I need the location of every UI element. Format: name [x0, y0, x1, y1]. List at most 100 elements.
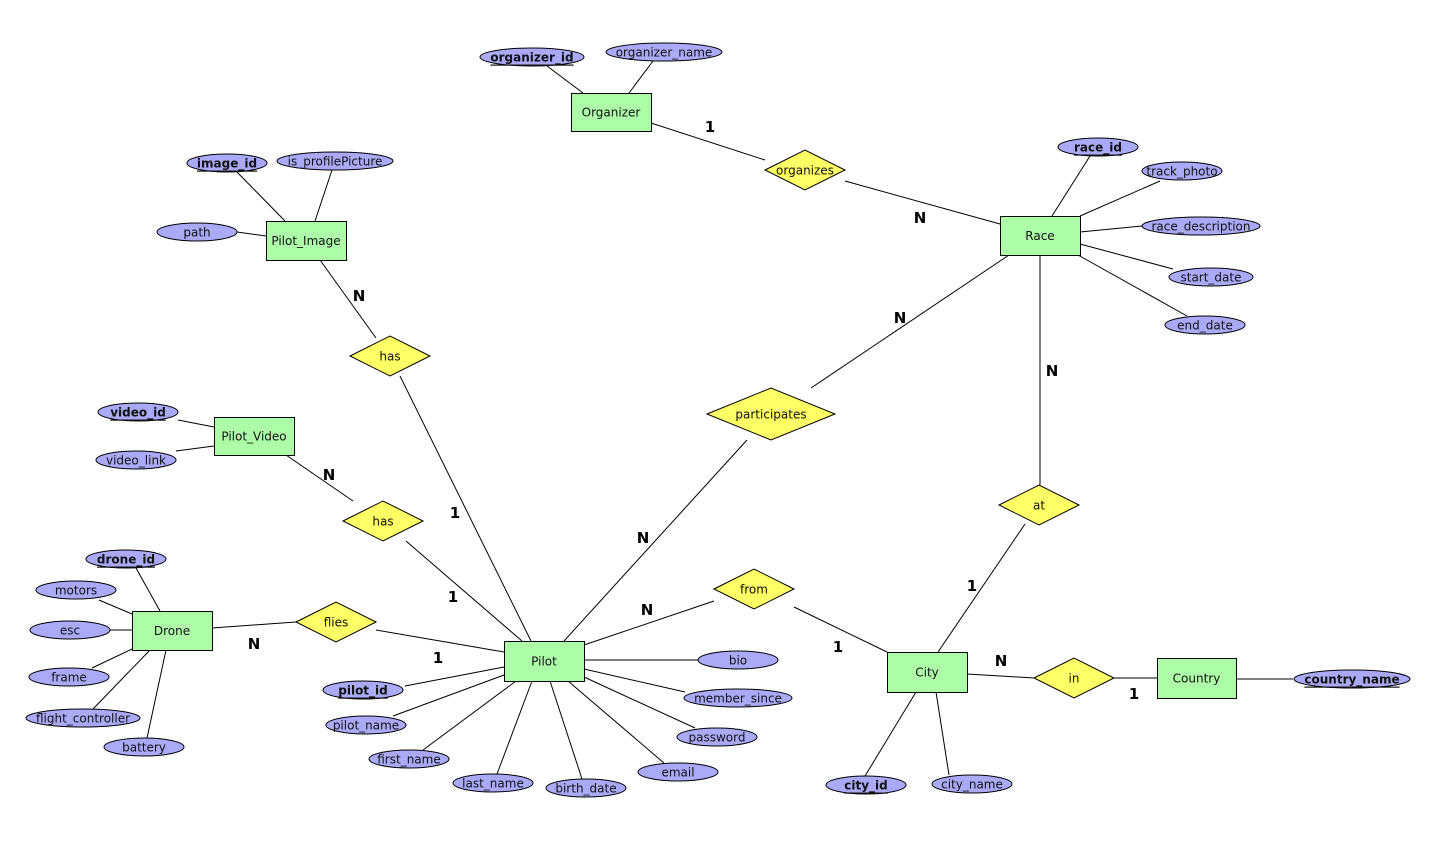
entity-box: [887, 652, 968, 693]
attribute-image-id[interactable]: image_id: [186, 153, 268, 173]
entity-label: Organizer: [582, 106, 641, 120]
attribute-label: end_date: [1177, 319, 1233, 333]
attribute-track-photo[interactable]: track_photo: [1141, 161, 1223, 181]
attribute-race-id[interactable]: race_id: [1057, 137, 1139, 157]
attribute-organizer-name[interactable]: organizer_name: [605, 42, 723, 62]
cardinality-label: N: [914, 209, 927, 227]
attribute-drone-id[interactable]: drone_id: [85, 549, 167, 569]
relationship-flies[interactable]: flies: [294, 601, 378, 643]
attribute-esc[interactable]: esc: [29, 620, 111, 640]
attribute-ellipse: [825, 775, 907, 795]
entity-drone[interactable]: Drone: [132, 611, 213, 651]
relationship-diamond: [705, 387, 837, 441]
relationship-has-video[interactable]: has: [341, 500, 425, 542]
attribute-organizer-id[interactable]: organizer_id: [479, 47, 585, 67]
attribute-label: race_description: [1152, 220, 1251, 234]
attribute-connector-flight_controller: [92, 649, 151, 710]
attribute-ellipse: [605, 42, 723, 62]
attribute-connector-track_photo: [1079, 180, 1161, 217]
entity-box: [504, 641, 585, 682]
relationship-has-image[interactable]: has: [348, 335, 432, 377]
primary-key-label: city_id: [844, 779, 888, 794]
entity-label: City: [915, 666, 939, 680]
entity-box: [1000, 216, 1081, 256]
cardinality-label: N: [641, 601, 654, 619]
attribute-member-since[interactable]: member_since: [683, 688, 793, 708]
attribute-video-id[interactable]: video_id: [97, 402, 179, 422]
attribute-is-profilePicture[interactable]: is_profilePicture: [276, 151, 394, 171]
relationship-connector-race-organizes: [844, 180, 1001, 225]
attribute-frame[interactable]: frame: [28, 667, 110, 687]
cardinality-label: 1: [967, 577, 977, 595]
attribute-email[interactable]: email: [637, 762, 719, 782]
attribute-ellipse: [29, 620, 111, 640]
attribute-connector-race_description: [1079, 225, 1143, 233]
entity-pilot-image[interactable]: Pilot_Image: [266, 221, 347, 261]
attribute-connector-email: [567, 680, 665, 764]
entity-race[interactable]: Race: [1000, 216, 1081, 256]
relationship-connector-pilot-has_image: [399, 375, 532, 642]
primary-key-label: pilot_id: [338, 684, 388, 699]
attribute-city-name[interactable]: city_name: [931, 774, 1013, 794]
relationship-diamond: [763, 149, 847, 191]
entity-label: Pilot_Image: [271, 234, 340, 248]
entity-country[interactable]: Country: [1157, 658, 1237, 699]
attribute-birth-date[interactable]: birth_date: [545, 778, 627, 798]
relationship-connector-pilot-from: [583, 600, 715, 646]
attribute-connector-image_id: [236, 171, 286, 222]
attribute-bio[interactable]: bio: [697, 650, 779, 670]
attribute-connector-city_name: [935, 691, 950, 776]
attribute-first-name[interactable]: first_name: [368, 749, 450, 769]
attribute-ellipse: [325, 715, 407, 735]
attribute-password[interactable]: password: [676, 727, 758, 747]
attribute-start-date[interactable]: start_date: [1168, 267, 1254, 287]
relationship-in[interactable]: in: [1032, 657, 1116, 699]
relationship-connector-pilot-has_video: [405, 540, 523, 642]
cardinality-label: 1: [450, 504, 460, 522]
relationship-label: organizes: [776, 164, 834, 178]
attribute-connector-path: [236, 231, 267, 237]
attribute-pilot-name[interactable]: pilot_name: [325, 715, 407, 735]
attribute-flight-controller[interactable]: flight_controller: [25, 708, 141, 728]
entity-pilot[interactable]: Pilot: [504, 641, 585, 682]
attribute-ellipse: [1168, 267, 1254, 287]
attribute-pilot-id[interactable]: pilot_id: [322, 680, 404, 700]
relationship-from[interactable]: from: [712, 568, 796, 610]
attribute-connector-race_id: [1051, 155, 1091, 217]
attribute-video-link[interactable]: video_link: [95, 450, 177, 470]
attribute-ellipse: [103, 737, 185, 757]
attribute-connector-password: [583, 676, 696, 729]
attribute-ellipse: [95, 450, 177, 470]
relationship-connector-pilot_video-has_video: [285, 454, 354, 502]
relationship-organizes[interactable]: organizes: [763, 149, 847, 191]
cardinality-label: 1: [705, 118, 715, 136]
attribute-motors[interactable]: motors: [35, 580, 117, 600]
entity-pilot-video[interactable]: Pilot_Video: [214, 417, 295, 456]
attribute-city-id[interactable]: city_id: [825, 775, 907, 795]
cardinality-label: N: [637, 529, 650, 547]
attribute-path[interactable]: path: [156, 222, 238, 242]
attribute-label: password: [689, 731, 746, 745]
attribute-end-date[interactable]: end_date: [1164, 315, 1246, 335]
attribute-label: bio: [729, 654, 747, 668]
relationship-diamond: [1032, 657, 1116, 699]
attribute-last-name[interactable]: last_name: [452, 773, 534, 793]
attribute-race-description[interactable]: race_description: [1141, 216, 1261, 236]
attribute-ellipse: [479, 47, 585, 67]
attribute-country-name[interactable]: country_name: [1293, 669, 1411, 689]
cardinality-label: N: [995, 652, 1008, 670]
attribute-ellipse: [186, 153, 268, 173]
attribute-label: esc: [60, 624, 80, 638]
attribute-battery[interactable]: battery: [103, 737, 185, 757]
relationship-at[interactable]: at: [997, 484, 1081, 526]
relationship-participates[interactable]: participates: [705, 387, 837, 441]
entity-organizer[interactable]: Organizer: [571, 93, 652, 132]
attribute-connector-pilot_id: [404, 666, 505, 687]
attribute-label: track_photo: [1146, 165, 1217, 179]
entity-city[interactable]: City: [887, 652, 968, 693]
cardinality-label: N: [248, 635, 261, 653]
attribute-ellipse: [368, 749, 450, 769]
entity-label: Pilot_Video: [221, 430, 286, 444]
cardinality-label: N: [1046, 362, 1059, 380]
